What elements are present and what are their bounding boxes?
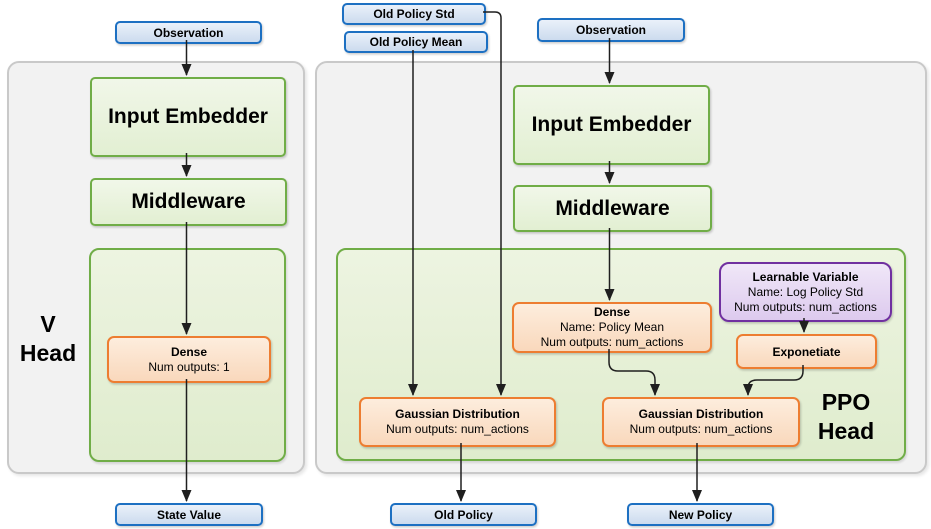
learnable-variable-name: Name: Log Policy Std [747, 284, 864, 299]
learnable-variable-num-outputs: Num outputs: num_actions [734, 299, 877, 314]
gaussian-num-outputs: Num outputs: num_actions [386, 422, 529, 436]
new-policy-node: New Policy [627, 503, 774, 526]
exponetiate-label: Exponetiate [772, 344, 841, 359]
gaussian-num-outputs: Num outputs: num_actions [629, 422, 773, 436]
old-policy-std-node: Old Policy Std [342, 3, 486, 25]
middleware-node-v-head: Middleware [90, 178, 287, 226]
gaussian-distribution-new-node: Gaussian Distribution Num outputs: num_a… [602, 397, 800, 447]
input-embedder-node-ppo-head: Input Embedder [513, 85, 710, 165]
gaussian-title: Gaussian Distribution [638, 407, 764, 421]
dense-num-outputs: Num outputs: num_actions [540, 335, 684, 349]
learnable-variable-node: Learnable Variable Name: Log Policy Std … [719, 262, 892, 322]
dense-title: Dense [170, 344, 208, 359]
v-head-label-line2: Head [19, 340, 77, 366]
dense-name: Name: Policy Mean [559, 320, 665, 334]
state-value-node: State Value [115, 503, 263, 526]
ppo-head-label-line1: PPO [821, 389, 871, 415]
input-embedder-node-v-head: Input Embedder [90, 77, 286, 157]
learnable-variable-title: Learnable Variable [752, 269, 859, 284]
ppo-head-label: PPO Head [800, 388, 892, 446]
observation-node-ppo-head: Observation [537, 18, 685, 42]
old-policy-mean-node: Old Policy Mean [344, 31, 488, 53]
dense-num-outputs: Num outputs: 1 [148, 359, 230, 374]
v-head-label: V Head [8, 310, 88, 368]
gaussian-title: Gaussian Distribution [395, 407, 520, 421]
dense-policy-mean-node: Dense Name: Policy Mean Num outputs: num… [512, 302, 712, 353]
old-policy-node: Old Policy [390, 503, 537, 526]
ppo-head-label-line2: Head [817, 418, 875, 444]
gaussian-distribution-old-node: Gaussian Distribution Num outputs: num_a… [359, 397, 556, 447]
observation-node-v-head: Observation [115, 21, 262, 44]
dense-title: Dense [593, 305, 631, 319]
middleware-node-ppo-head: Middleware [513, 185, 712, 232]
v-head-label-line1: V [40, 311, 56, 337]
exponetiate-node: Exponetiate [736, 334, 877, 369]
dense-node-v-head: Dense Num outputs: 1 [107, 336, 271, 383]
